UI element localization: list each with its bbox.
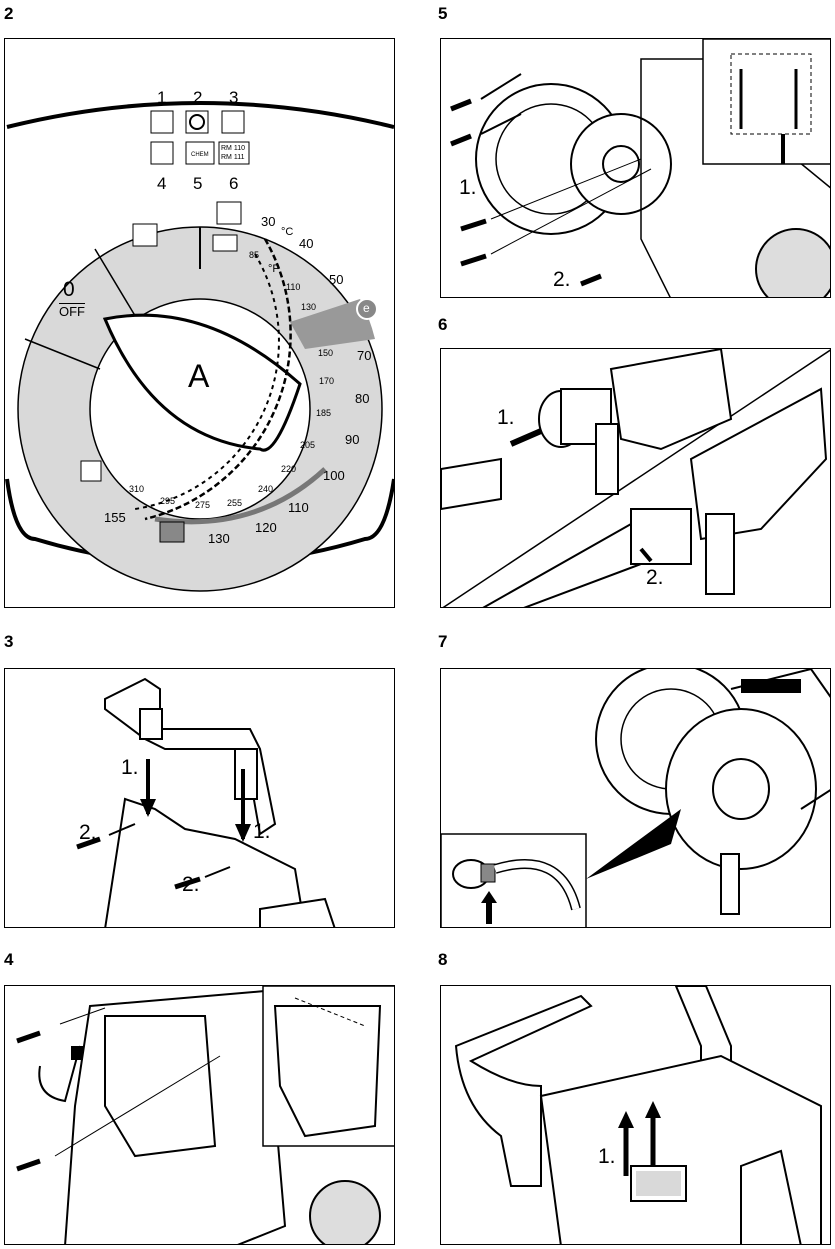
- nozzle-icon: [212, 234, 238, 252]
- figure-number-4: 4: [4, 950, 14, 969]
- figure-8-panel: 1.: [440, 985, 831, 1245]
- celsius-tick: 30: [261, 214, 276, 229]
- eco-badge: [356, 298, 378, 320]
- celsius-tick: 80: [355, 391, 370, 406]
- fahrenheit-tick: 130: [301, 302, 317, 312]
- figure-number-3: 3: [4, 632, 14, 651]
- figure-3-panel: 1. 1. 2. 2.: [4, 668, 395, 928]
- celsius-tick: 50: [329, 272, 344, 287]
- figure-number-8: 8: [438, 950, 448, 969]
- icon-number-1: 1: [157, 88, 167, 107]
- detergent-tank-illustration: [16, 986, 394, 1244]
- figure-number-6: 6: [438, 315, 448, 334]
- celsius-tick: 70: [357, 348, 372, 363]
- figure-number-7: 7: [438, 632, 448, 651]
- step-label-1: 1.: [121, 756, 139, 779]
- celsius-tick: 110: [288, 500, 309, 515]
- chem-label: CHEM: [191, 152, 209, 158]
- push-handle-illustration: [76, 677, 336, 927]
- thermometer-icon: [80, 460, 102, 482]
- steam-icon: [159, 521, 185, 543]
- figure-2-panel: 1 2 3 4 5 6 RM 110 RM 111 CHEM 0 OFF A e…: [4, 38, 395, 608]
- celsius-tick: 120: [255, 520, 277, 535]
- step-label-2: 2.: [646, 566, 664, 589]
- dial-knob: [102, 313, 302, 452]
- celsius-tick: 40: [299, 236, 314, 251]
- step-label-1: 1.: [459, 176, 477, 199]
- unit-celsius: °C: [281, 226, 294, 238]
- step-label-1: 1.: [497, 406, 515, 429]
- icon-number-4: 4: [157, 174, 167, 193]
- fahrenheit-tick: 295: [160, 496, 176, 506]
- figure-number-2: 2: [4, 4, 14, 23]
- fahrenheit-tick: 185: [316, 408, 332, 418]
- off-label: OFF: [59, 304, 85, 319]
- rm-label-2: RM 111: [221, 154, 245, 161]
- fuel-icon: [221, 110, 245, 134]
- plug-icon: [150, 110, 174, 134]
- icon-number-5: 5: [193, 174, 203, 193]
- dial-illustration: [5, 101, 394, 592]
- spray-icon: [132, 223, 158, 247]
- fahrenheit-tick: 255: [227, 498, 243, 508]
- unit-fahrenheit: °F: [268, 263, 280, 275]
- celsius-tick: 100: [323, 468, 345, 483]
- fahrenheit-tick: 310: [129, 484, 145, 494]
- chem-icon: [185, 141, 215, 165]
- fahrenheit-tick: 110: [286, 282, 301, 292]
- spray-gun-illustration: [441, 349, 830, 607]
- eco-sector: [290, 299, 375, 349]
- figure-4-panel: [4, 985, 395, 1245]
- fahrenheit-tick: 150: [318, 348, 334, 358]
- fahrenheit-tick: 170: [319, 376, 335, 386]
- center-label-a: A: [188, 358, 210, 394]
- wrench-icon: [150, 141, 174, 165]
- rm-label-1: RM 110: [221, 145, 245, 152]
- fahrenheit-tick: 205: [300, 440, 316, 450]
- figure-7-panel: [440, 668, 831, 928]
- fahrenheit-tick: 85: [249, 250, 260, 260]
- hose-reel-screws-illustration: [450, 39, 830, 297]
- icon-number-2: 2: [193, 88, 203, 107]
- step-label-2: 2.: [553, 268, 571, 291]
- off-zero: 0: [63, 278, 75, 301]
- rm-icon: [218, 141, 250, 165]
- step-label-1: 1.: [598, 1145, 616, 1168]
- eco-label: e: [363, 301, 370, 315]
- fahrenheit-tick: 220: [281, 464, 297, 474]
- spray-hot-icon: [216, 201, 242, 225]
- step-label-2: 2.: [79, 821, 97, 844]
- icon-number-6: 6: [229, 174, 239, 193]
- figure-6-panel: 1. 2.: [440, 348, 831, 608]
- icon-number-3: 3: [229, 88, 239, 107]
- celsius-tick: 90: [345, 432, 360, 447]
- step-label-2: 2.: [182, 873, 200, 896]
- celsius-tick: 130: [208, 531, 230, 546]
- hose-reel-nozzle-illustration: [441, 669, 830, 927]
- fahrenheit-tick: 240: [258, 484, 274, 494]
- figure-number-5: 5: [438, 4, 448, 23]
- celsius-tick: 155: [104, 510, 126, 525]
- battery-compartment-illustration: [454, 986, 822, 1244]
- fahrenheit-tick: 275: [195, 500, 211, 510]
- figure-5-panel: 1. 2.: [440, 38, 831, 298]
- step-label-1: 1.: [253, 820, 271, 843]
